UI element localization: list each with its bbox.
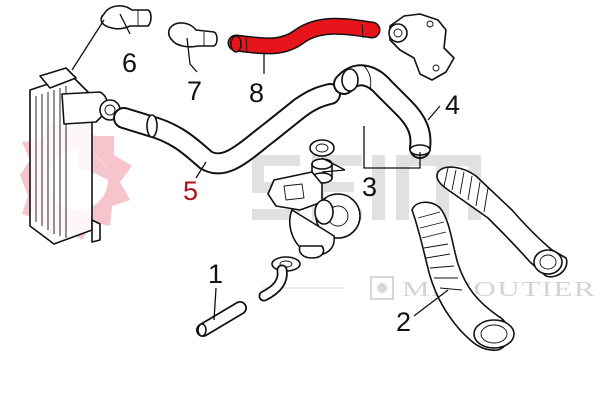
brand-mark-icon — [370, 276, 394, 300]
callout-3: 3 — [362, 172, 377, 202]
part-2-duct-lower — [411, 201, 515, 351]
part-2-duct-upper — [436, 166, 568, 278]
turbocharger — [267, 171, 361, 259]
part-5-pipe — [113, 83, 341, 175]
part-6-elbow — [100, 5, 152, 30]
callouts: 6 7 8 4 3 5 1 2 — [122, 48, 460, 337]
callout-6: 6 — [122, 48, 137, 78]
callout-2: 2 — [396, 307, 411, 337]
callout-8: 8 — [249, 78, 264, 108]
part-7-elbow — [167, 22, 218, 48]
callout-5: 5 — [183, 176, 198, 206]
small-pipe-bend — [258, 256, 301, 302]
callout-7: 7 — [187, 76, 202, 106]
part-4-hose — [333, 64, 432, 159]
part-1-pipe — [196, 301, 247, 337]
callout-1: 1 — [208, 259, 223, 289]
leader-lines — [71, 13, 449, 321]
callout-4: 4 — [445, 90, 460, 120]
part-8-hose — [227, 17, 381, 55]
intercooler — [29, 67, 121, 245]
throttle-connector — [388, 13, 455, 81]
